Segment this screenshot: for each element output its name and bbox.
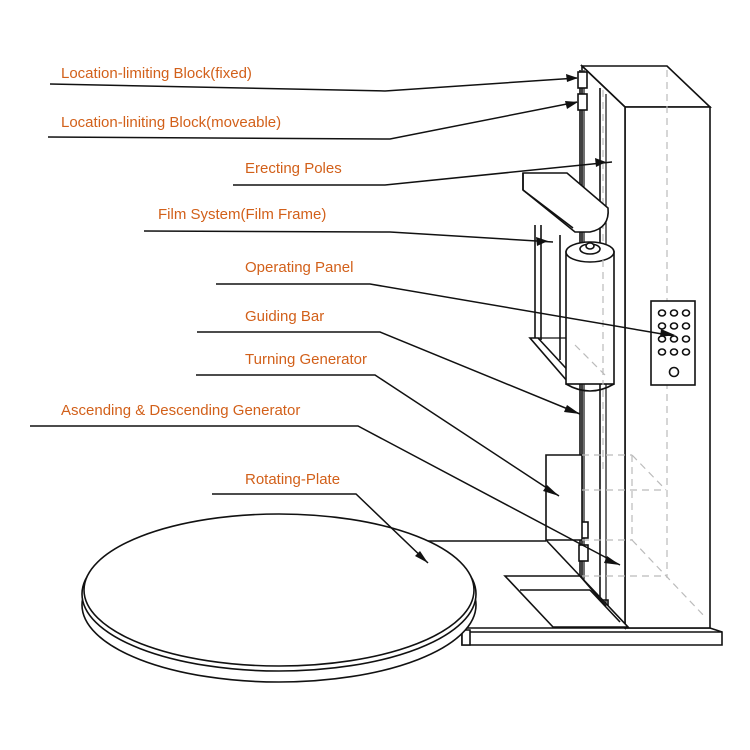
panel-button-icon: [657, 335, 667, 343]
base-platform: [461, 627, 723, 646]
generator-box: [545, 454, 707, 619]
panel-main-button-icon: [668, 366, 680, 378]
label-operating-panel: Operating Panel: [245, 259, 353, 276]
film-roll: [565, 241, 615, 392]
panel-button-icon: [681, 322, 691, 330]
label-ascending-descending-generator: Ascending & Descending Generator: [61, 402, 300, 419]
panel-button-icon: [657, 322, 667, 330]
panel-button-icon: [681, 348, 691, 356]
panel-button-icon: [669, 322, 679, 330]
panel-button-icon: [681, 335, 691, 343]
panel-button-icon: [681, 309, 691, 317]
film-system-frame: [522, 172, 609, 384]
ramp: [503, 575, 630, 628]
panel-button-icon: [657, 348, 667, 356]
panel-button-icon: [669, 348, 679, 356]
panel-button-icon: [669, 335, 679, 343]
label-rotating-plate: Rotating-Plate: [245, 471, 340, 488]
panel-button-icon: [669, 309, 679, 317]
plate-connector: [415, 540, 546, 646]
limit-block-moveable: [577, 93, 588, 111]
panel-button-icon: [657, 309, 667, 317]
callouts: Location-limiting Block(fixed) Location-…: [30, 65, 675, 566]
rotating-plate: [81, 513, 477, 683]
label-film-system: Film System(Film Frame): [158, 206, 326, 223]
operating-panel: [650, 300, 696, 386]
label-turning-generator: Turning Generator: [245, 351, 367, 368]
label-erecting-poles: Erecting Poles: [245, 160, 342, 177]
label-location-limiting-block-moveable: Location-liniting Block(moveable): [61, 114, 281, 131]
label-guiding-bar: Guiding Bar: [245, 308, 324, 325]
limit-block-fixed: [577, 71, 588, 89]
label-location-limiting-block-fixed: Location-limiting Block(fixed): [61, 65, 252, 82]
